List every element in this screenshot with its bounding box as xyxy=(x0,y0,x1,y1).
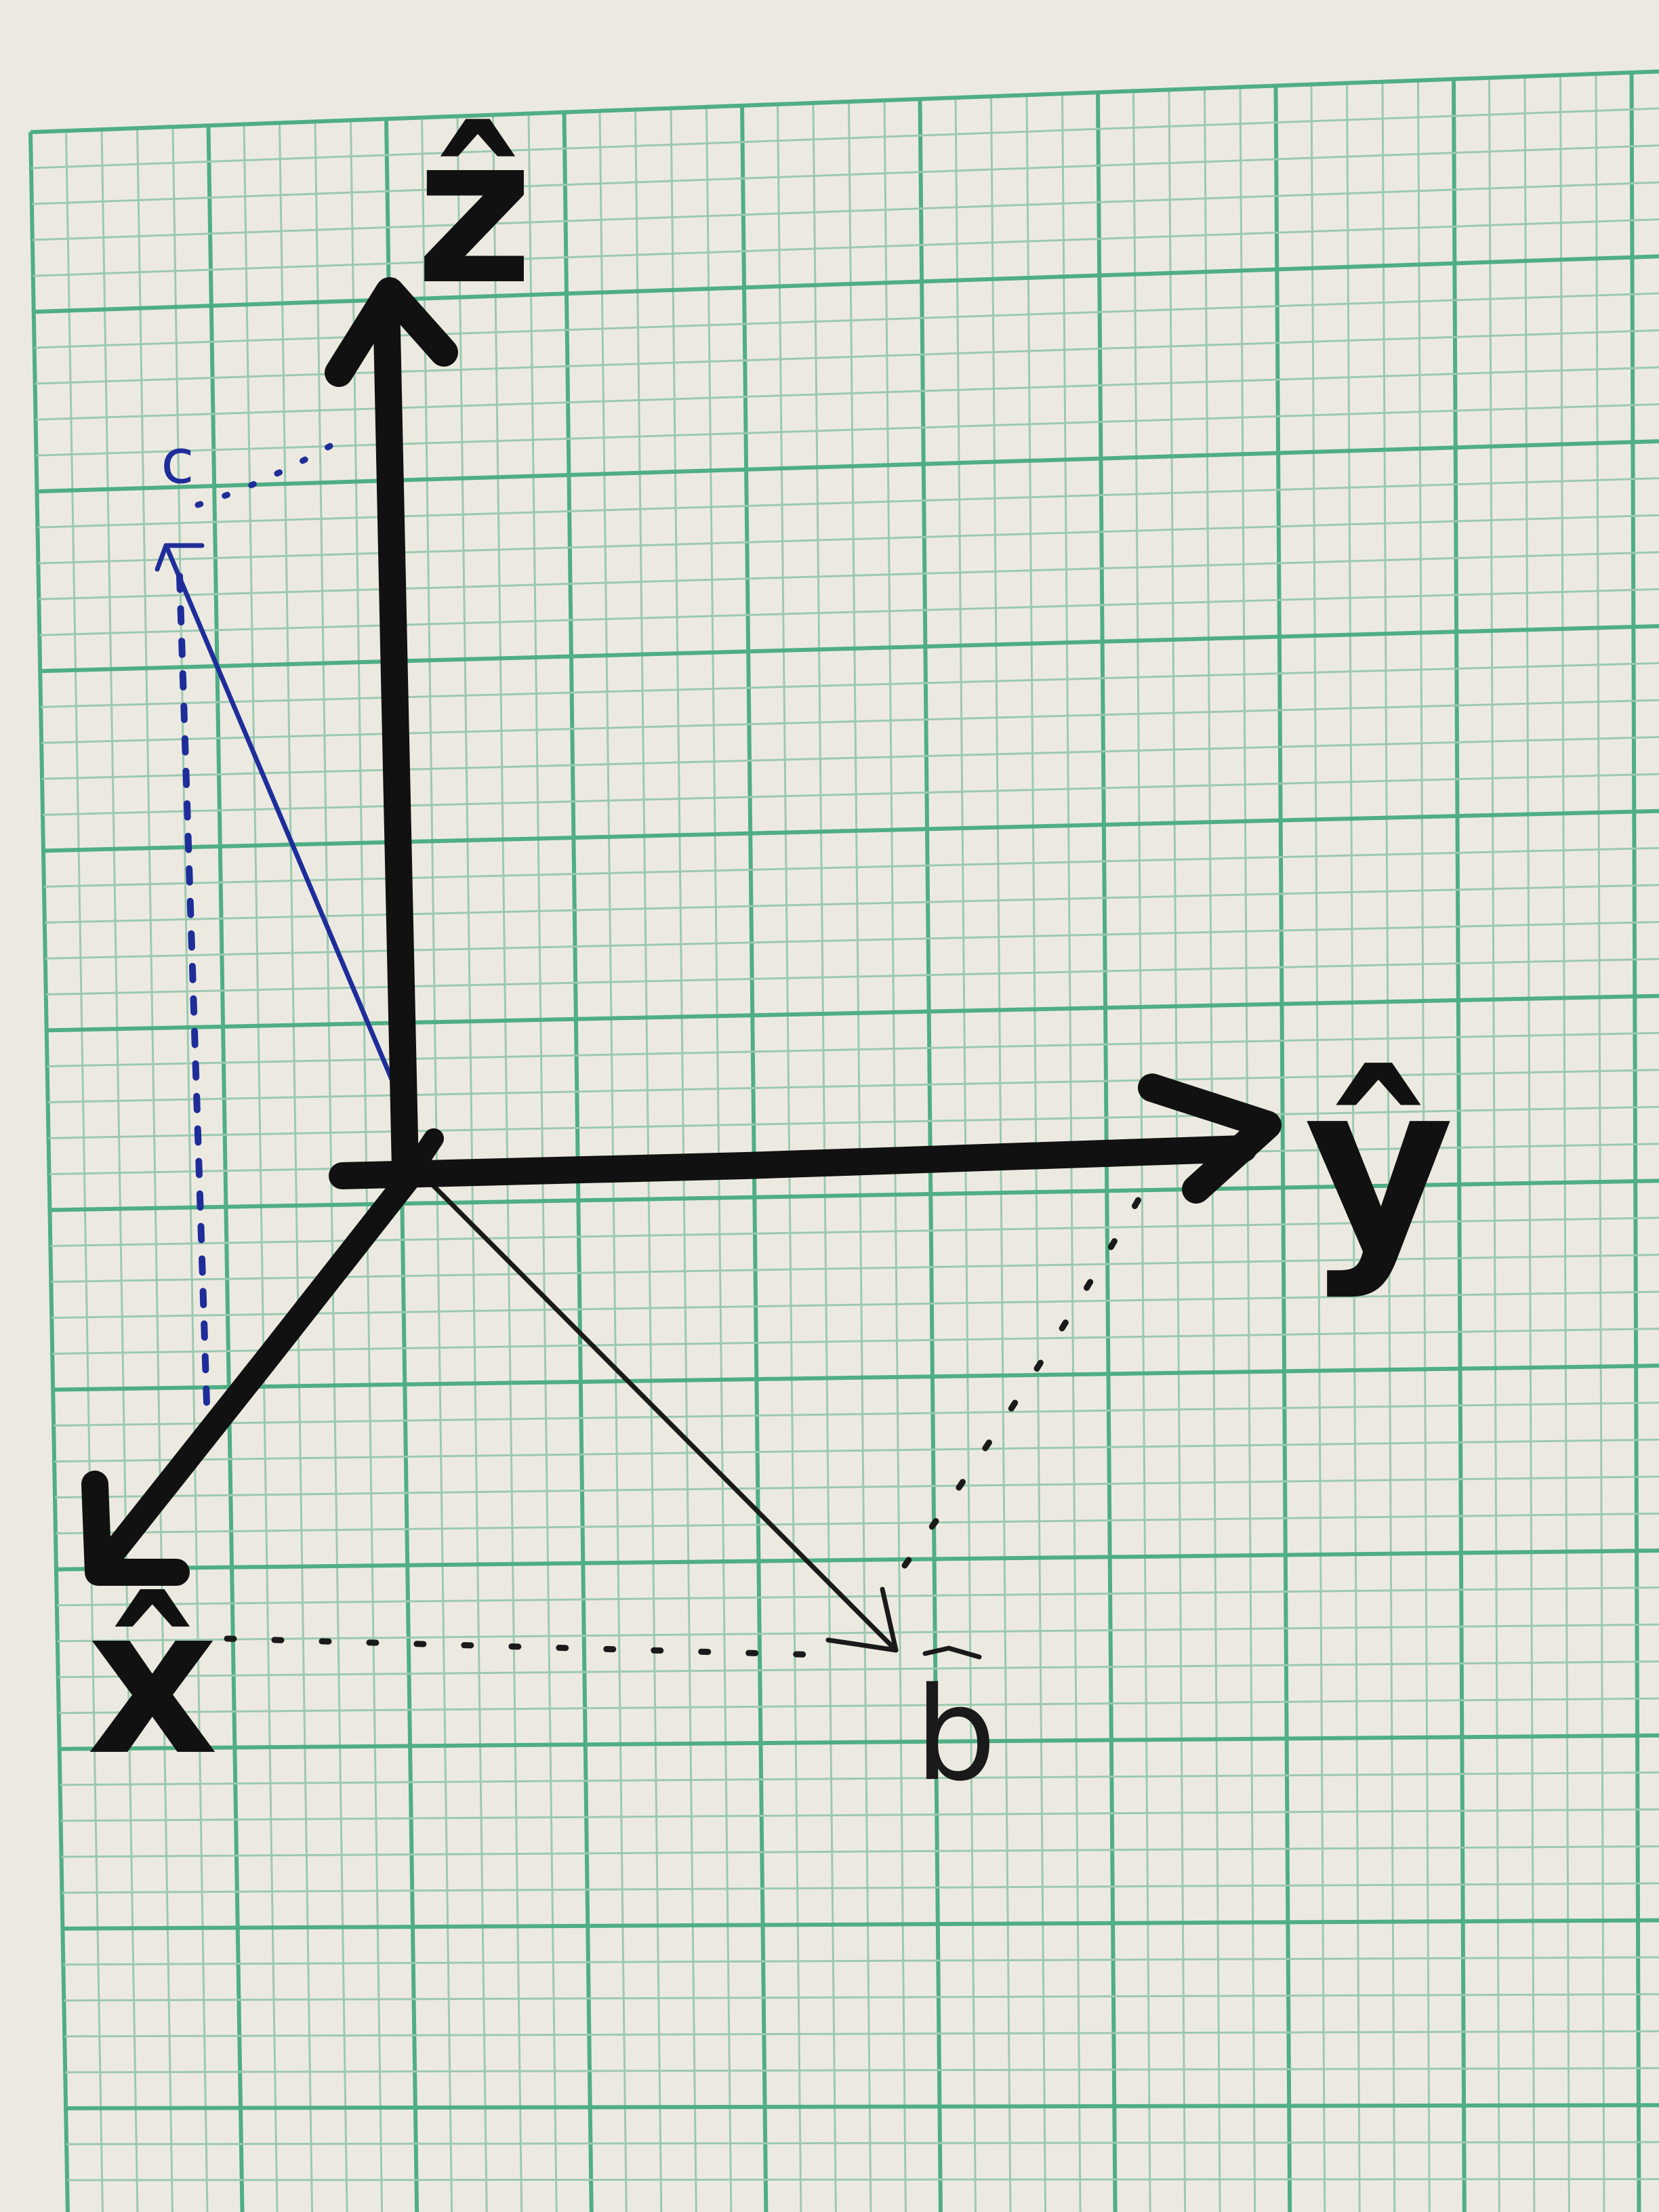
grid-major-horizontal xyxy=(37,439,1659,494)
c-projection-to-z xyxy=(194,434,349,508)
grid-minor-horizontal xyxy=(58,1660,1659,1679)
grid-major-horizontal xyxy=(49,1179,1659,1212)
grid-minor-horizontal xyxy=(32,181,1659,241)
projection-lines xyxy=(176,434,1142,1658)
grid-minor-horizontal xyxy=(55,1475,1659,1499)
vector-c-line xyxy=(163,543,408,1114)
vector-c-label: c xyxy=(161,426,194,497)
b-projection-to-x xyxy=(224,1635,823,1658)
axes xyxy=(81,277,1282,1586)
x-axis-label: x̂ xyxy=(87,1563,218,1800)
grid-minor-horizontal xyxy=(41,699,1659,744)
y-axis-arrowhead xyxy=(1138,1073,1282,1204)
grid-minor-horizontal xyxy=(56,1586,1659,1607)
grid-major-horizontal xyxy=(43,808,1659,853)
grid-minor-horizontal xyxy=(41,662,1659,708)
grid-minor-horizontal xyxy=(60,1808,1659,1822)
x-axis-arrowhead xyxy=(81,1471,190,1586)
grid-major-horizontal xyxy=(33,254,1659,314)
grid-minor-horizontal xyxy=(30,107,1659,169)
vectors xyxy=(155,543,899,1653)
grid-minor-horizontal xyxy=(66,2141,1659,2146)
grid-minor-horizontal xyxy=(50,1216,1659,1248)
grid-minor-horizontal xyxy=(60,1771,1659,1786)
c-projection-vertical xyxy=(176,573,210,1406)
grid-minor-horizontal xyxy=(67,2177,1659,2182)
grid-major-horizontal xyxy=(40,623,1659,674)
vector-c-arrowhead xyxy=(155,543,205,572)
grid-minor-horizontal xyxy=(48,1105,1659,1139)
grid-minor-horizontal xyxy=(54,1438,1659,1463)
y-hat-label: ŷ xyxy=(1304,1033,1454,1302)
grid-minor-horizontal xyxy=(39,588,1659,636)
axes-origin-tick xyxy=(396,1128,444,1189)
labels: ẑ ŷ x̂ b c xyxy=(87,93,1454,1809)
grid-minor-horizontal xyxy=(47,1069,1659,1103)
vector-b-line xyxy=(411,1163,899,1653)
grid-minor-horizontal xyxy=(45,920,1659,960)
grid-minor-horizontal xyxy=(42,773,1659,816)
grid-minor-horizontal xyxy=(64,1993,1659,2002)
grid-major-horizontal xyxy=(56,1548,1659,1572)
grid-minor-horizontal xyxy=(35,366,1659,421)
grid-minor-horizontal xyxy=(61,1845,1659,1858)
grid-minor-horizontal xyxy=(42,736,1659,780)
grid-minor-horizontal xyxy=(54,1401,1659,1427)
vector-b-arrowhead xyxy=(825,1586,899,1653)
z-axis-arrowhead xyxy=(325,277,458,387)
grid-minor-horizontal xyxy=(47,1031,1659,1067)
grid-minor-horizontal xyxy=(52,1328,1659,1355)
grid-minor-horizontal xyxy=(52,1290,1659,1319)
x-hat-label: x̂ xyxy=(87,1563,218,1800)
grid-major-horizontal xyxy=(66,2103,1659,2110)
grid-minor-horizontal xyxy=(33,218,1659,277)
grid-minor-horizontal xyxy=(62,1882,1659,1894)
grid-minor-horizontal xyxy=(64,2030,1659,2038)
grid-major-horizontal xyxy=(59,1733,1659,1751)
grid-major-horizontal xyxy=(30,69,1659,134)
grid-minor-horizontal xyxy=(36,403,1659,457)
grid-minor-horizontal xyxy=(65,2067,1659,2074)
grid-minor-horizontal xyxy=(38,514,1659,565)
grid-major-horizontal xyxy=(53,1364,1659,1392)
vector-b-overbar xyxy=(922,1645,982,1660)
grid-minor-horizontal xyxy=(63,1956,1659,1966)
grid-major-horizontal xyxy=(46,994,1659,1033)
grid-minor-horizontal xyxy=(31,144,1659,205)
grid-minor-horizontal xyxy=(37,477,1659,529)
y-axis-label: ŷ xyxy=(1304,1033,1454,1302)
vector-b-label: b xyxy=(915,1660,997,1809)
grid-minor-horizontal xyxy=(43,846,1659,888)
grid-minor-horizontal xyxy=(35,329,1659,385)
grid-minor-horizontal xyxy=(55,1512,1659,1535)
z-axis-label: ẑ xyxy=(415,93,534,329)
grid-minor-horizontal xyxy=(39,551,1659,600)
z-axis-line xyxy=(373,285,419,1183)
grid-minor-horizontal xyxy=(45,958,1659,996)
x-axis-line xyxy=(96,1160,426,1571)
y-axis-line xyxy=(329,1135,1257,1189)
grid-minor-horizontal xyxy=(34,292,1659,349)
z-hat-label: ẑ xyxy=(415,93,534,329)
grid-minor-horizontal xyxy=(58,1697,1659,1715)
grid-minor-horizontal xyxy=(44,884,1659,924)
grid-major-horizontal xyxy=(62,1918,1659,1931)
